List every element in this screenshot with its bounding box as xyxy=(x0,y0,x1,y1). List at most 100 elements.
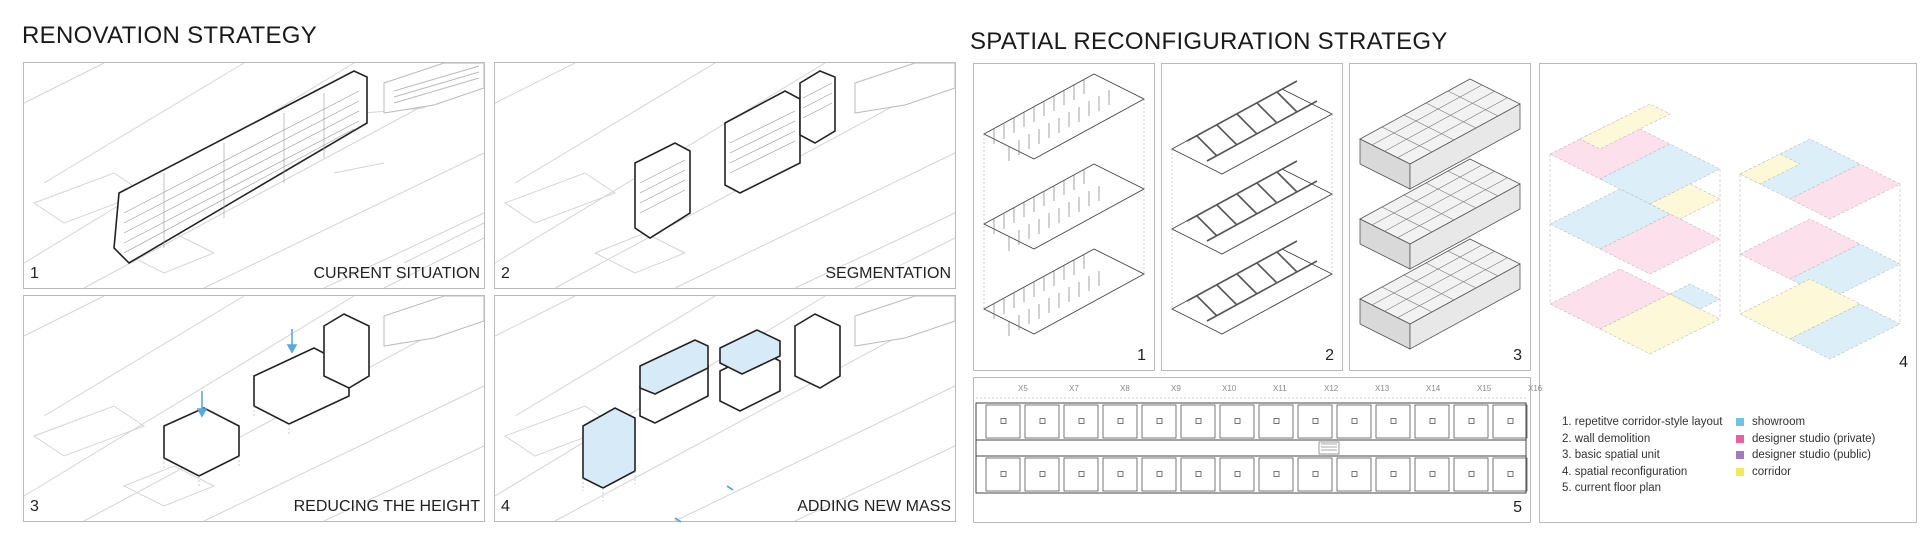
room-column xyxy=(1507,418,1514,424)
room-cell xyxy=(1453,404,1489,439)
room-cell xyxy=(1141,457,1177,492)
legend-step: 1. repetitve corridor-style layout xyxy=(1562,416,1723,428)
legend-step: 2. wall demolition xyxy=(1562,432,1651,445)
room-cell xyxy=(985,457,1021,492)
basic-spatial-unit-diagram xyxy=(1359,78,1521,350)
panel-number: 3 xyxy=(30,498,39,515)
room-cell xyxy=(1219,457,1255,492)
room-cell xyxy=(1375,404,1411,439)
panel-number: 1 xyxy=(1137,347,1146,364)
room-column xyxy=(1273,471,1280,477)
legend-step: 3. basic spatial unit xyxy=(1562,449,1660,461)
legend-item-studio-private: designer studio (private) xyxy=(1736,431,1875,448)
axis-label: X5 xyxy=(1018,384,1028,393)
legend-item-showroom: showroom xyxy=(1736,414,1875,431)
renovation-title: RENOVATION STRATEGY xyxy=(22,22,318,49)
room-cell xyxy=(1297,457,1333,492)
panel-number: 2 xyxy=(1325,347,1334,364)
room-cell xyxy=(1258,457,1294,492)
room-cell xyxy=(1492,404,1528,439)
spatial-panel-3: 3 xyxy=(1349,63,1531,371)
room-cell xyxy=(1219,404,1255,439)
panel-number: 4 xyxy=(1899,354,1908,371)
room-column xyxy=(1390,471,1397,477)
legend-item-corridor: corridor xyxy=(1736,464,1875,481)
room-column xyxy=(1156,418,1163,424)
room-cell xyxy=(1180,457,1216,492)
room-cell xyxy=(1492,457,1528,492)
swatch-showroom xyxy=(1736,418,1744,427)
room-column xyxy=(1390,418,1397,424)
panel-label: ADDING NEW MASS xyxy=(797,498,951,515)
room-column xyxy=(1351,418,1358,424)
reducing-height-diagram xyxy=(23,295,485,522)
axis-label: X8 xyxy=(1120,384,1130,393)
panel-number: 2 xyxy=(501,265,510,282)
axis-label: X7 xyxy=(1069,384,1079,393)
axis-label: X13 xyxy=(1375,384,1390,393)
axis-label: X12 xyxy=(1324,384,1339,393)
room-column xyxy=(1312,471,1319,477)
spatial-reconfiguration-diagram xyxy=(1549,103,1901,360)
axis-label: X11 xyxy=(1273,384,1287,393)
spatial-panel-1: 1 xyxy=(973,63,1155,371)
room-column xyxy=(1507,471,1514,477)
panel-label: REDUCING THE HEIGHT xyxy=(293,498,480,515)
legend-step: 5. current floor plan xyxy=(1562,482,1662,494)
axis-label: X9 xyxy=(1171,384,1181,393)
room-column xyxy=(1312,418,1319,424)
renovation-panel-1: 1 CURRENT SITUATION xyxy=(23,62,485,289)
room-column xyxy=(1273,418,1280,424)
panel-label: SEGMENTATION xyxy=(825,265,951,282)
spatial-panel-4: 1. repetitve corridor-style layout 2. wa… xyxy=(1539,63,1917,523)
room-column xyxy=(1039,471,1046,477)
renovation-panel-3: 3 REDUCING THE HEIGHT xyxy=(23,295,485,522)
room-cell xyxy=(1141,404,1177,439)
room-column xyxy=(1000,471,1007,477)
swatch-corridor xyxy=(1736,467,1744,476)
panel-number: 3 xyxy=(1513,347,1522,364)
room-column xyxy=(1117,471,1124,477)
room-cell xyxy=(1336,404,1372,439)
room-cell xyxy=(1180,404,1216,439)
room-cell xyxy=(985,404,1021,439)
room-cell xyxy=(1414,457,1450,492)
panel-number: 5 xyxy=(1513,499,1522,516)
room-cell xyxy=(1258,404,1294,439)
panel-label: CURRENT SITUATION xyxy=(313,265,480,282)
current-floor-plan xyxy=(975,397,1528,494)
room-column xyxy=(1234,471,1241,477)
adding-new-mass-diagram xyxy=(494,295,956,523)
color-legend: showroom designer studio (private) desig… xyxy=(1736,414,1875,480)
room-column xyxy=(1117,418,1124,424)
room-cell xyxy=(1375,457,1411,492)
room-column xyxy=(1078,471,1085,477)
axis-label: X16 xyxy=(1528,384,1543,393)
legend-steps: 1. repetitve corridor-style layout 2. wa… xyxy=(1562,414,1722,497)
room-column xyxy=(1429,418,1436,424)
room-column xyxy=(1429,471,1436,477)
room-cell xyxy=(1297,404,1333,439)
room-cell xyxy=(1063,404,1099,439)
room-cell xyxy=(1453,457,1489,492)
renovation-panel-2: 2 SEGMENTATION xyxy=(494,62,956,289)
legend-step: 4. spatial reconfiguration xyxy=(1562,465,1688,478)
room-column xyxy=(1078,418,1085,424)
segmentation-diagram xyxy=(494,62,956,289)
room-column xyxy=(1468,418,1475,424)
room-cell xyxy=(1024,457,1060,492)
spatial-title: SPATIAL RECONFIGURATION STRATEGY xyxy=(970,28,1448,55)
renovation-panel-4: 4 ADDING NEW MASS xyxy=(494,295,956,523)
room-column xyxy=(1234,418,1241,424)
room-cell xyxy=(1102,404,1138,439)
room-column xyxy=(1351,471,1358,477)
room-column xyxy=(1156,471,1163,477)
room-cell xyxy=(1102,457,1138,492)
room-column xyxy=(1195,418,1202,424)
room-column xyxy=(1468,471,1475,477)
axis-label: X14 xyxy=(1426,384,1441,393)
room-column xyxy=(1195,471,1202,477)
swatch-studio-public xyxy=(1736,451,1744,460)
room-cell xyxy=(1063,457,1099,492)
